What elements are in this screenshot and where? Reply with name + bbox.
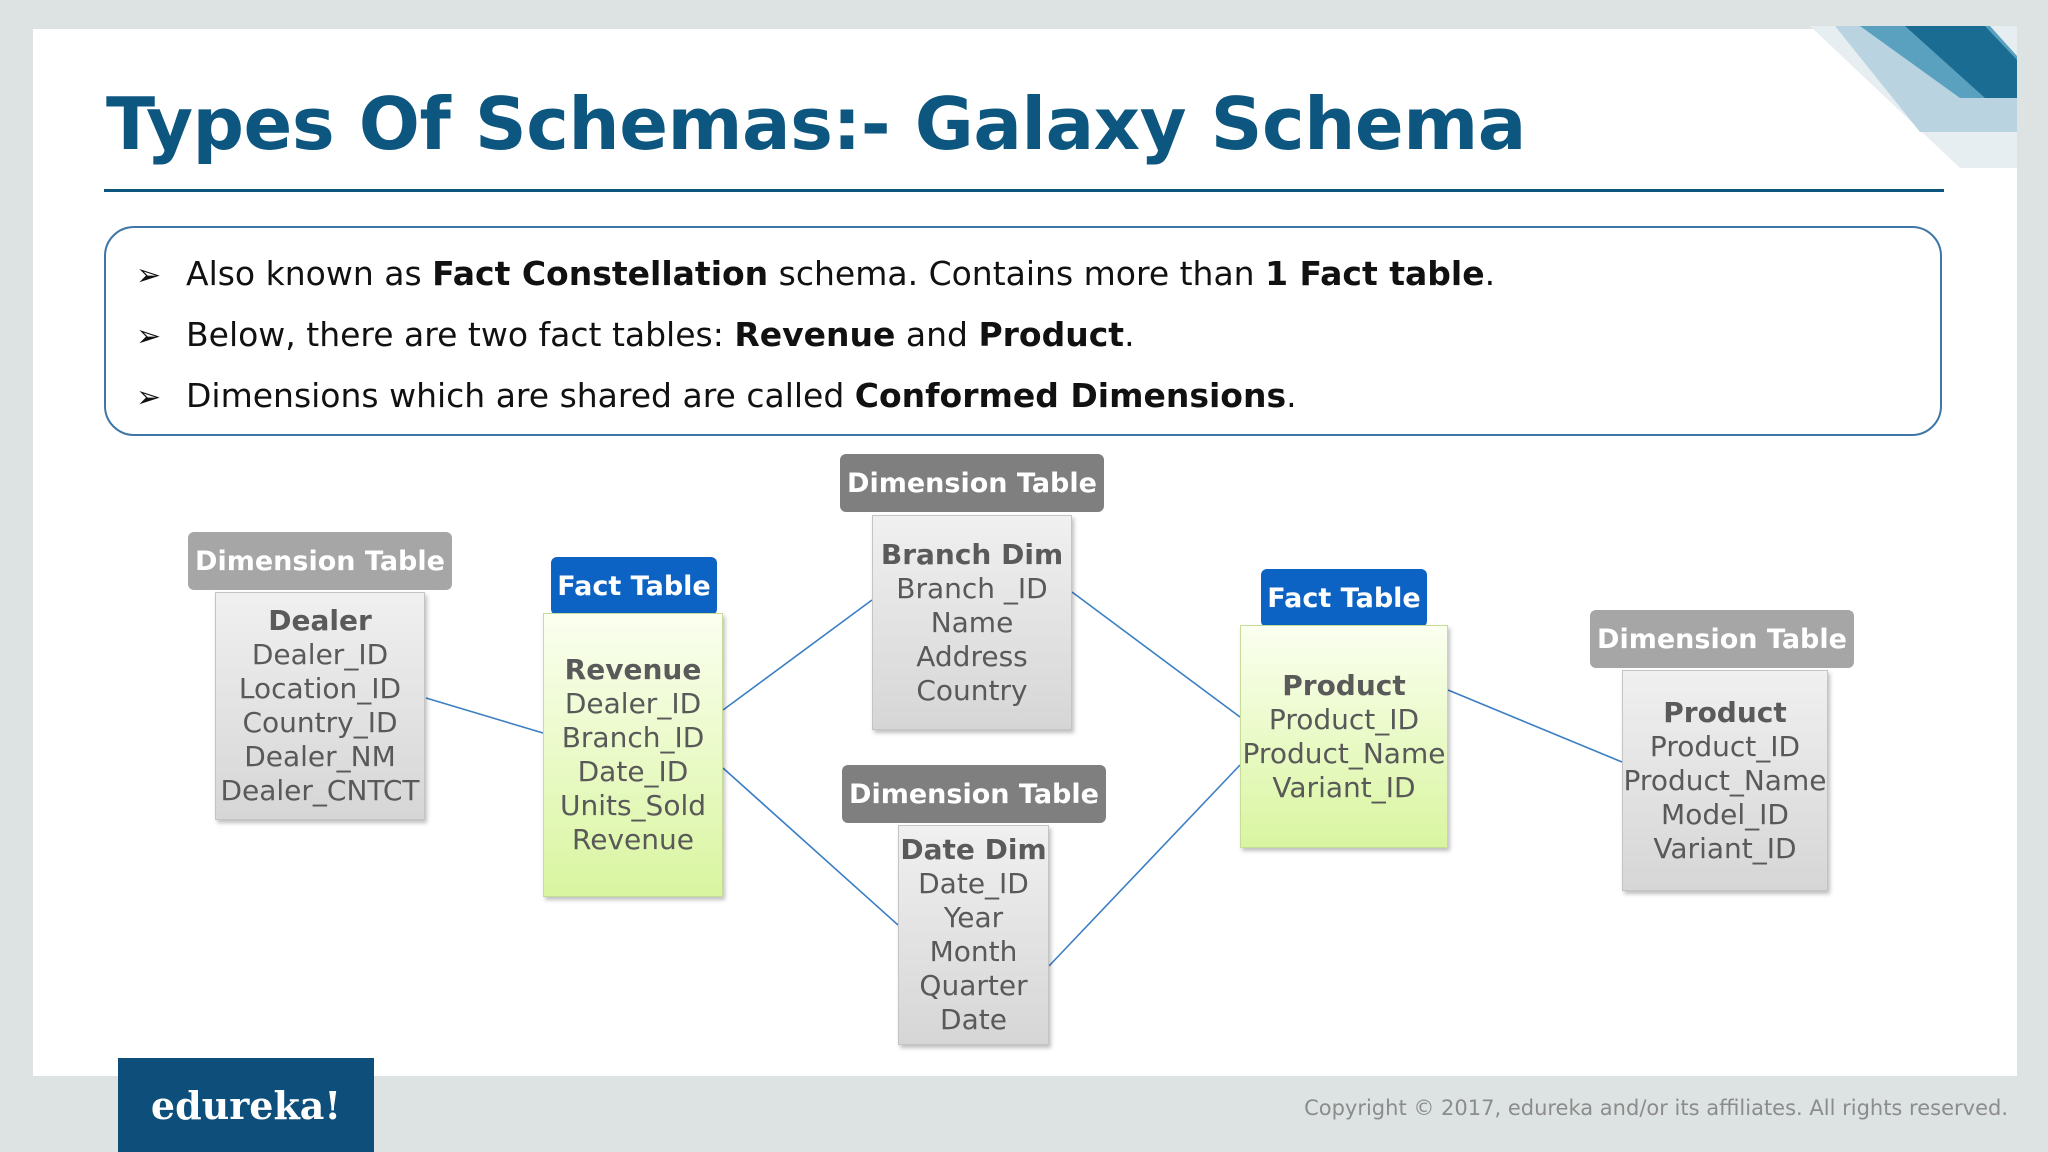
table-field: Dealer_ID (564, 687, 702, 720)
table-field: Product_Name (1623, 763, 1827, 797)
table-field: Date_ID (577, 755, 689, 788)
branch-header: Dimension Table (840, 454, 1104, 512)
bullet-arrow-icon: ➢ (136, 319, 162, 354)
table-name: Product (1282, 668, 1406, 702)
bullet-arrow-icon: ➢ (136, 380, 162, 415)
table-field: Country (916, 673, 1028, 707)
product-fact-header: Fact Table (1261, 569, 1427, 627)
table-field: Date (940, 1003, 1007, 1036)
copyright-text: Copyright © 2017, edureka and/or its aff… (1304, 1096, 2008, 1120)
link-branch-product_fact (1071, 591, 1241, 718)
bullet-text: Also known as (186, 254, 433, 293)
date-header: Dimension Table (842, 765, 1106, 823)
revenue-header: Fact Table (551, 557, 717, 615)
table-field: Dealer_NM (244, 740, 396, 773)
table-name: Product (1663, 695, 1787, 729)
table-name: Date Dim (900, 833, 1047, 866)
table-name: Branch Dim (880, 537, 1064, 571)
table-field: Variant_ID (1272, 770, 1416, 804)
table-field: Revenue (572, 823, 694, 856)
bullet-text: . (1286, 376, 1297, 415)
table-field: Address (916, 639, 1028, 673)
bullet-text: schema. Contains more than (768, 254, 1266, 293)
slide-title: Types Of Schemas:- Galaxy Schema (106, 82, 1526, 166)
bullet-arrow-icon: ➢ (136, 258, 162, 293)
bullet-emphasis: 1 Fact table (1265, 254, 1485, 293)
table-field: Product_ID (1649, 729, 1801, 763)
link-dealer-revenue (425, 697, 544, 734)
dealer-header: Dimension Table (188, 532, 452, 590)
table-name: Dealer (268, 604, 372, 637)
bullet-fact-constellation: ➢ Also known as Fact Constellation schema… (136, 254, 1495, 293)
edureka-logo: edureka! (118, 1058, 374, 1152)
bullet-text: . (1484, 254, 1496, 293)
table-field: Quarter (919, 969, 1028, 1002)
table-field: Branch_ID (561, 721, 705, 754)
title-underline (104, 189, 1944, 192)
link-product_fact-product_dim (1447, 689, 1623, 763)
table-field: Branch _ID (896, 571, 1048, 605)
link-revenue-date (722, 767, 899, 926)
table-field: Variant_ID (1653, 831, 1797, 865)
table-field: Month (929, 935, 1018, 968)
bullet-emphasis: Conformed Dimensions (854, 376, 1287, 415)
table-field: Location_ID (238, 672, 402, 705)
table-field: Model_ID (1661, 797, 1789, 831)
bullet-emphasis: Fact Constellation (432, 254, 769, 293)
bullet-emphasis: Revenue (734, 315, 896, 354)
bullet-box: ➢ Also known as Fact Constellation schema… (104, 226, 1942, 436)
table-field: Dealer_CNTCT (220, 774, 420, 807)
table-field: Country_ID (242, 706, 398, 739)
bullet-text: and (895, 315, 979, 354)
link-revenue-branch (722, 599, 873, 711)
bullet-two-fact-tables: ➢ Below, there are two fact tables: Reven… (136, 315, 1135, 354)
table-field: Product_Name (1242, 736, 1446, 770)
table-field: Units_Sold (559, 789, 707, 822)
table-name: Revenue (564, 653, 702, 686)
table-field: Dealer_ID (251, 638, 389, 671)
table-field: Date_ID (918, 867, 1029, 900)
bullet-emphasis: Product (978, 315, 1125, 354)
bullet-text: Below, there are two fact tables: (186, 315, 735, 354)
table-field: Year (943, 901, 1004, 934)
link-date-product_fact (1048, 764, 1241, 967)
product-dimension-header: Dimension Table (1590, 610, 1854, 668)
table-field: Product_ID (1268, 702, 1420, 736)
table-field: Name (930, 605, 1014, 639)
bullet-conformed-dimensions: ➢Dimensions which are shared are called … (136, 376, 1297, 415)
bullet-text: . (1124, 315, 1135, 354)
bullet-text: Dimensions which are shared are called (186, 376, 855, 415)
